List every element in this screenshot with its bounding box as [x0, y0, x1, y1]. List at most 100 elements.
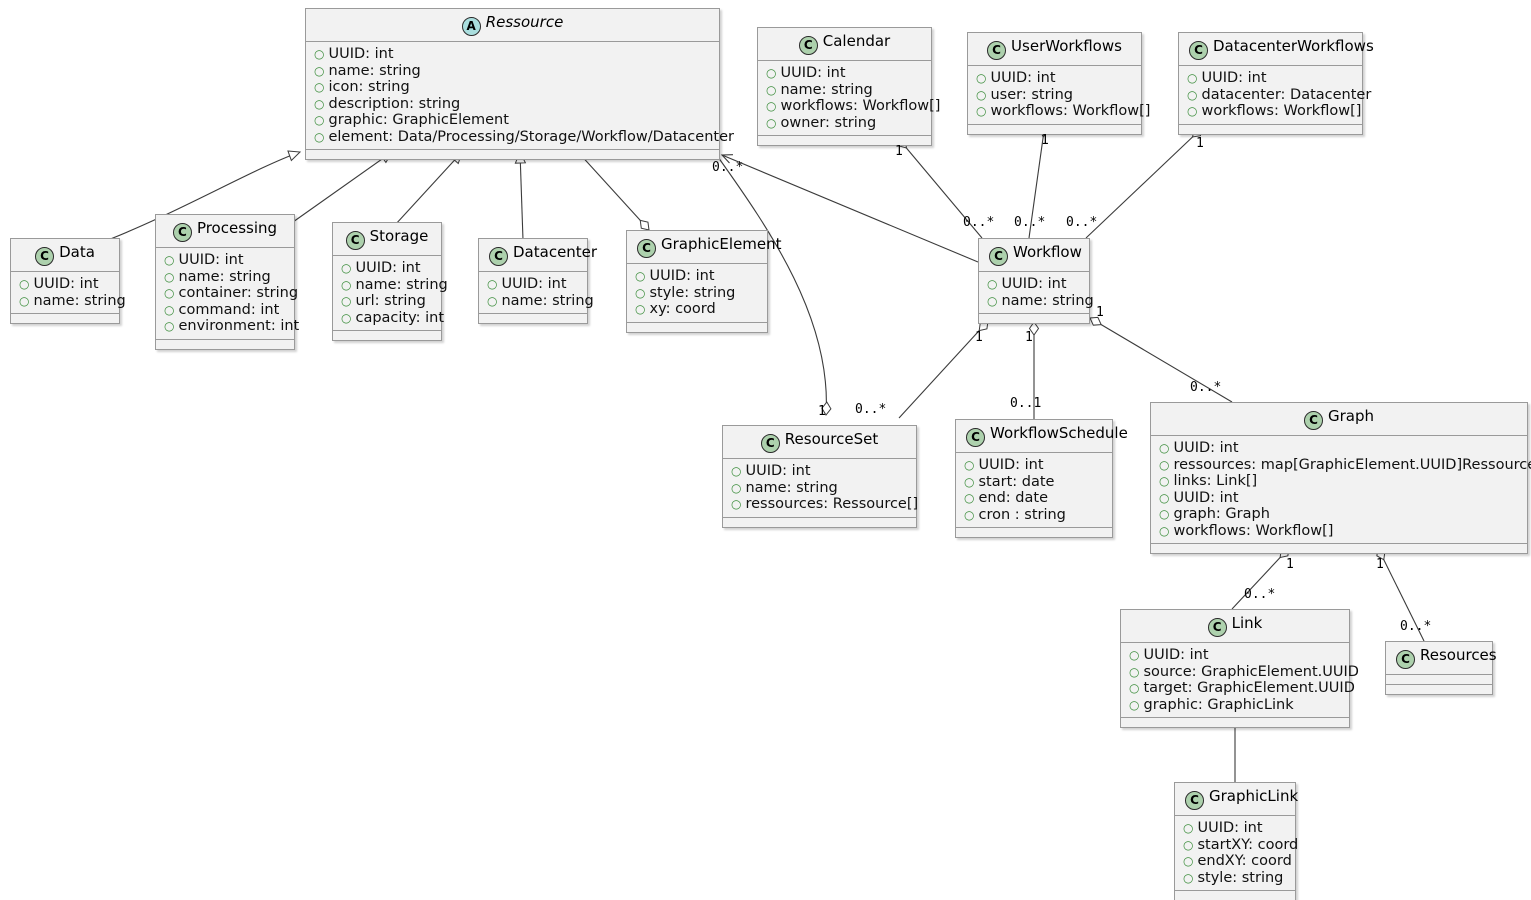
class-icon: C — [1185, 791, 1204, 810]
attribute-row: ○name: string — [19, 293, 126, 310]
attribute-row: ○source: GraphicElement.UUID — [1129, 664, 1359, 681]
attribute-row: ○name: string — [487, 293, 594, 310]
attribute-row: ○UUID: int — [987, 276, 1081, 293]
attribute-compartment: ○UUID: int○name: string○container: strin… — [156, 248, 299, 340]
visibility-public-icon: ○ — [341, 294, 352, 308]
method-compartment — [1386, 685, 1492, 694]
visibility-public-icon: ○ — [766, 82, 777, 97]
attribute-row: ○graphic: GraphicLink — [1129, 697, 1341, 714]
attribute-compartment: ○UUID: int○name: string○workflows: Workf… — [758, 61, 940, 136]
visibility-public-icon: ○ — [19, 277, 30, 291]
attribute-label: UUID: int — [745, 463, 811, 479]
multiplicity-label: 1 — [1025, 330, 1033, 345]
attribute-label: datacenter: Datacenter — [1201, 86, 1372, 103]
attribute-row: ○UUID: int — [1183, 820, 1287, 837]
visibility-public-icon: ○ — [1159, 441, 1170, 455]
attribute-row: ○UUID: int — [164, 252, 286, 269]
visibility-public-icon: ○ — [1129, 681, 1140, 695]
method-compartment — [156, 339, 294, 349]
attribute-label: workflows: Workflow[] — [1173, 522, 1334, 539]
attribute-row: ○datacenter: Datacenter — [1187, 87, 1371, 104]
attribute-label: graph: Graph — [1173, 506, 1270, 522]
visibility-public-icon: ○ — [976, 71, 987, 85]
attribute-row: ○container: string — [164, 285, 298, 302]
visibility-public-icon: ○ — [635, 285, 646, 300]
attribute-row: ○environment: int — [164, 318, 299, 335]
attribute-label: container: string — [178, 285, 299, 301]
multiplicity-label: 0..* — [963, 215, 995, 230]
method-compartment — [306, 150, 719, 159]
class-name: Data — [59, 243, 95, 261]
visibility-public-icon: ○ — [964, 458, 975, 472]
multiplicity-label: 1 — [1196, 136, 1204, 151]
attribute-row: ○workflows: Workflow[] — [976, 103, 1150, 120]
class-icon: C — [1207, 618, 1227, 637]
multiplicity-label: 1 — [1376, 557, 1384, 572]
class-icon: C — [172, 223, 192, 242]
attribute-label: url: string — [355, 293, 426, 309]
class-icon: C — [489, 247, 508, 266]
attribute-row: ○startXY: coord — [1183, 837, 1298, 854]
class-name: WorkflowSchedule — [990, 424, 1128, 442]
attribute-compartment: ○UUID: int○source: GraphicElement.UUID○t… — [1121, 643, 1359, 718]
visibility-public-icon: ○ — [987, 277, 998, 291]
attribute-compartment: ○UUID: int○name: string — [979, 272, 1094, 314]
attribute-compartment: ○UUID: int○style: string○xy: coord — [627, 264, 767, 323]
attribute-label: end: date — [978, 490, 1048, 506]
attribute-row: ○UUID: int — [731, 463, 908, 480]
visibility-public-icon: ○ — [731, 480, 742, 495]
attribute-row: ○xy: coord — [635, 301, 759, 318]
attribute-compartment-empty — [1386, 675, 1492, 685]
multiplicity-label: 0..* — [1014, 215, 1046, 230]
attribute-row: ○UUID: int — [487, 276, 579, 293]
multiplicity-label: 1 — [818, 404, 826, 419]
attribute-label: UUID: int — [1173, 440, 1239, 456]
attribute-label: ressources: Ressource[] — [745, 496, 919, 512]
attribute-compartment: ○UUID: int○startXY: coord○endXY: coord○s… — [1175, 816, 1298, 891]
abstract-class-icon: A — [461, 17, 481, 36]
attribute-compartment: ○UUID: int○name: string — [479, 272, 594, 314]
visibility-public-icon: ○ — [1159, 474, 1170, 488]
visibility-public-icon: ○ — [976, 87, 987, 102]
method-compartment — [1175, 891, 1295, 900]
attribute-row: ○name: string — [164, 269, 286, 286]
edge-datacenterworkflows-workflow — [1085, 127, 1203, 239]
class-icon: C — [1189, 41, 1208, 60]
visibility-public-icon: ○ — [314, 129, 325, 144]
class-icon: C — [798, 36, 818, 55]
attribute-row: ○name: string — [987, 293, 1094, 310]
attribute-label: UUID: int — [1201, 70, 1267, 86]
attribute-label: cron : string — [978, 506, 1066, 523]
multiplicity-label: 1 — [895, 144, 903, 159]
attribute-row: ○graphic: GraphicElement — [314, 112, 711, 129]
class-name: Processing — [196, 219, 278, 237]
attribute-label: UUID: int — [501, 276, 567, 292]
attribute-row: ○UUID: int — [314, 46, 711, 63]
visibility-public-icon: ○ — [164, 302, 175, 317]
edge-datacenter-ressource — [514, 150, 527, 241]
attribute-row: ○UUID: int — [1159, 440, 1519, 457]
attribute-row: ○ressources: Ressource[] — [731, 496, 918, 513]
attribute-label: name: string — [178, 268, 271, 285]
visibility-public-icon: ○ — [1129, 664, 1140, 679]
